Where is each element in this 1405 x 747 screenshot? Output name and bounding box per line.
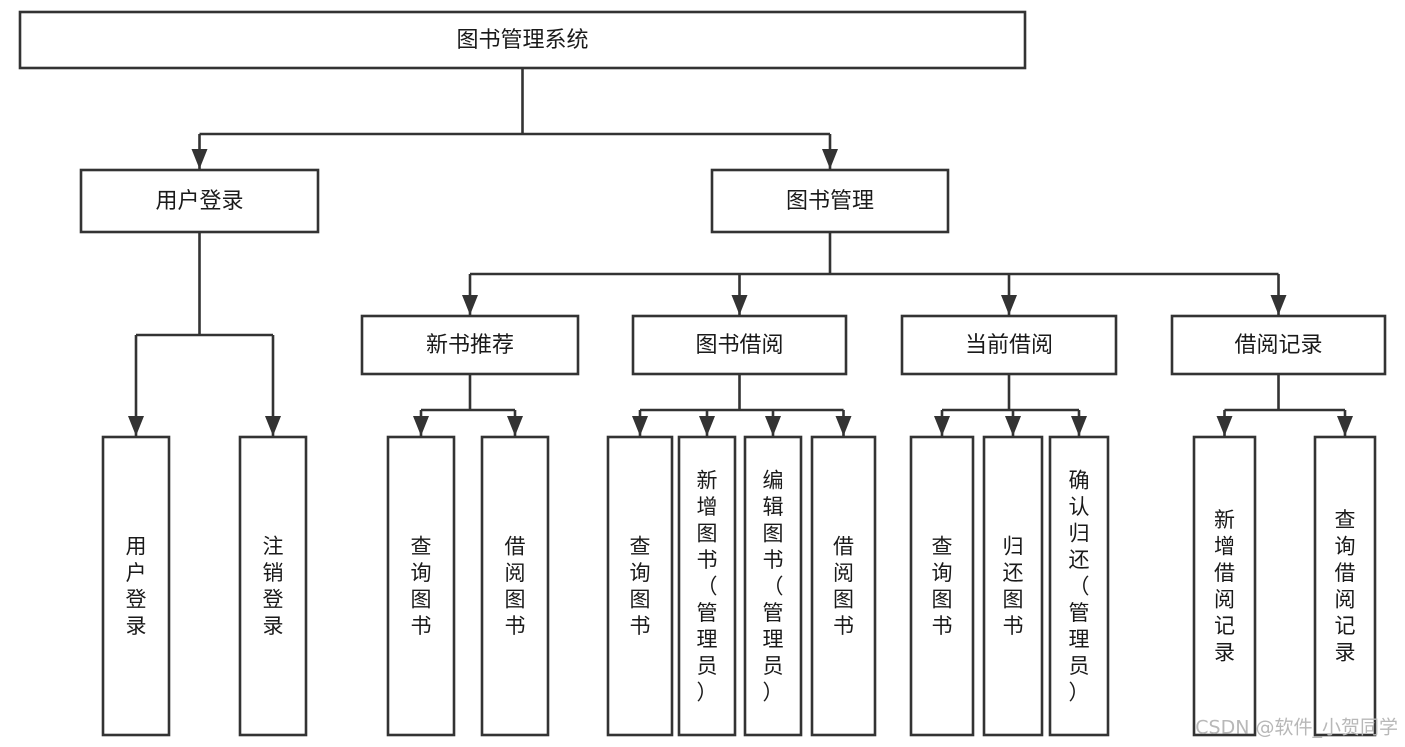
node-label: 编辑图书（管理员） [763, 468, 784, 704]
node-box [18, 10, 1027, 70]
arrow-head-icon [191, 149, 208, 169]
node-label: 查询借阅记录 [1335, 508, 1356, 665]
arrow-head-icon [699, 416, 715, 436]
node-box [360, 314, 580, 376]
node-leaf-br-query[interactable]: 查询借阅记录 [1313, 435, 1377, 737]
node-book-borrow[interactable]: 图书借阅 [631, 314, 848, 376]
node-label: 新增借阅记录 [1214, 508, 1235, 665]
node-label: 借阅图书 [505, 535, 526, 639]
node-leaf-bb-borrow[interactable]: 借阅图书 [810, 435, 877, 737]
arrow-head-icon [765, 416, 781, 436]
node-box [480, 435, 550, 737]
node-box [386, 435, 456, 737]
node-box [1170, 314, 1387, 376]
arrow-head-icon [462, 295, 478, 315]
node-leaf-logout[interactable]: 注销登录 [238, 435, 308, 737]
node-borrow-record[interactable]: 借阅记录 [1170, 314, 1387, 376]
node-label: 新增图书（管理员） [697, 468, 718, 704]
arrow-head-icon [128, 416, 144, 436]
node-label: 借阅图书 [833, 535, 854, 639]
node-leaf-rec-query[interactable]: 查询图书 [386, 435, 456, 737]
node-leaf-bb-query[interactable]: 查询图书 [606, 435, 674, 737]
node-leaf-user-login[interactable]: 用户登录 [101, 435, 171, 737]
node-user-login[interactable]: 用户登录 [79, 168, 320, 234]
node-label: 用户登录 [155, 189, 243, 214]
node-leaf-cb-query[interactable]: 查询图书 [909, 435, 975, 737]
node-label: 借阅记录 [1234, 333, 1322, 358]
node-leaf-bb-edit[interactable]: 编辑图书（管理员） [743, 435, 803, 737]
csdn-watermark: CSDN @软件_小贺同学 [1195, 717, 1398, 739]
node-book-manage[interactable]: 图书管理 [710, 168, 950, 234]
arrow-head-icon [731, 295, 748, 315]
node-leaf-rec-borrow[interactable]: 借阅图书 [480, 435, 550, 737]
node-box [909, 435, 975, 737]
node-label: 当前借阅 [965, 333, 1053, 358]
node-label: 查询图书 [932, 535, 953, 639]
node-label: 注销登录 [263, 535, 284, 639]
node-box [743, 435, 803, 737]
node-box [810, 435, 877, 737]
node-label: 归还图书 [1003, 535, 1024, 639]
node-box [982, 435, 1044, 737]
node-leaf-cb-return[interactable]: 归还图书 [982, 435, 1044, 737]
arrow-head-icon [1001, 295, 1017, 315]
node-leaf-cb-confirm[interactable]: 确认归还（管理员） [1048, 435, 1110, 737]
node-new-book-rec[interactable]: 新书推荐 [360, 314, 580, 376]
node-root[interactable]: 图书管理系统 [18, 10, 1027, 70]
arrow-head-icon [1337, 416, 1353, 436]
node-label: 图书管理 [786, 189, 874, 214]
node-box [79, 168, 320, 234]
node-box [631, 314, 848, 376]
node-box [677, 435, 737, 737]
node-box [710, 168, 950, 234]
node-box [101, 435, 171, 737]
arrow-head-icon [934, 416, 950, 436]
arrow-head-icon [413, 416, 429, 436]
node-leaf-br-add[interactable]: 新增借阅记录 [1192, 435, 1257, 737]
arrow-head-icon [265, 416, 281, 436]
node-label: 查询图书 [411, 535, 432, 639]
arrow-head-icon [1005, 416, 1021, 436]
node-layer: 图书管理系统用户登录图书管理新书推荐图书借阅当前借阅借阅记录用户登录注销登录查询… [18, 10, 1387, 737]
node-label: 查询图书 [630, 535, 651, 639]
node-label: 新书推荐 [426, 333, 514, 358]
node-box [238, 435, 308, 737]
node-label: 图书管理系统 [456, 28, 588, 53]
node-label: 用户登录 [126, 535, 147, 639]
arrow-head-icon [1216, 416, 1233, 436]
node-current-borrow[interactable]: 当前借阅 [900, 314, 1118, 376]
node-box [900, 314, 1118, 376]
node-box [1313, 435, 1377, 737]
arrow-head-icon [1270, 295, 1287, 315]
arrow-head-icon [822, 149, 838, 169]
node-box [1192, 435, 1257, 737]
node-leaf-bb-add[interactable]: 新增图书（管理员） [677, 435, 737, 737]
arrow-head-icon [507, 416, 523, 436]
node-box [1048, 435, 1110, 737]
arrow-head-icon [632, 416, 648, 436]
node-box [606, 435, 674, 737]
arrow-head-icon [835, 416, 852, 436]
node-label: 确认归还（管理员） [1069, 468, 1090, 704]
node-label: 图书借阅 [695, 333, 783, 358]
arrow-head-icon [1071, 416, 1087, 436]
connector-layer [128, 68, 1353, 436]
